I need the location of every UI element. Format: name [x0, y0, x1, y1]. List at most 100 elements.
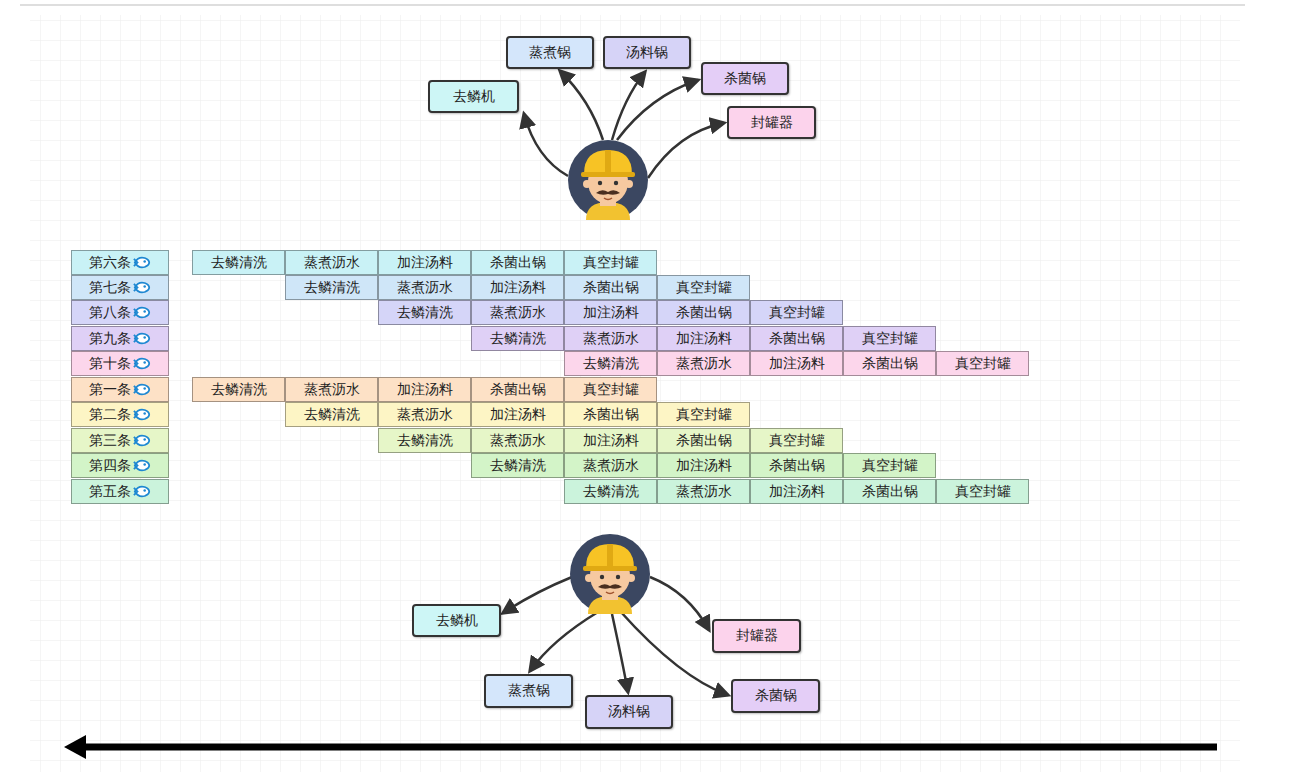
row-label: 第八条	[71, 300, 169, 325]
row-label-text: 第九条	[89, 330, 131, 348]
process-cell: 加注汤料	[750, 351, 843, 376]
process-step: 杀菌出锅	[583, 279, 639, 297]
process-cell: 真空封罐	[564, 250, 657, 275]
row-label: 第五条	[71, 479, 169, 504]
process-cell: 加注汤料	[750, 479, 843, 504]
row-label-text: 第二条	[89, 406, 131, 424]
row-label: 第十条	[71, 351, 169, 376]
row-label: 第二条	[71, 402, 169, 427]
fish-icon	[133, 407, 151, 422]
row-label-text: 第一条	[89, 381, 131, 399]
process-step: 加注汤料	[583, 432, 639, 450]
process-cell: 真空封罐	[750, 428, 843, 453]
process-cell: 去鳞清洗	[378, 300, 471, 325]
process-cell: 去鳞清洗	[378, 428, 471, 453]
process-cell: 加注汤料	[471, 275, 564, 300]
machine-name: 蒸煮锅	[529, 44, 571, 62]
process-step: 蒸煮沥水	[676, 355, 732, 373]
row-label-text: 第七条	[89, 279, 131, 297]
machine-name: 封罐器	[751, 114, 793, 132]
process-step: 真空封罐	[676, 279, 732, 297]
row-label-text: 第十条	[89, 355, 131, 373]
fish-icon	[133, 305, 151, 320]
machine-box: 汤料锅	[585, 695, 673, 729]
process-step: 杀菌出锅	[862, 355, 918, 373]
machine-name: 杀菌锅	[724, 70, 766, 88]
row-label-text: 第八条	[89, 304, 131, 322]
process-cell: 杀菌出锅	[471, 377, 564, 402]
process-cell: 蒸煮沥水	[564, 453, 657, 478]
process-cell: 蒸煮沥水	[378, 275, 471, 300]
machine-box: 封罐器	[727, 106, 816, 139]
process-step: 加注汤料	[769, 483, 825, 501]
process-cell: 蒸煮沥水	[285, 377, 378, 402]
process-step: 加注汤料	[397, 381, 453, 399]
process-cell: 蒸煮沥水	[564, 326, 657, 351]
process-cell: 蒸煮沥水	[657, 479, 750, 504]
process-cell: 去鳞清洗	[564, 479, 657, 504]
row-label: 第七条	[71, 275, 169, 300]
process-cell: 蒸煮沥水	[471, 300, 564, 325]
process-step: 杀菌出锅	[490, 381, 546, 399]
machine-name: 去鳞机	[436, 612, 478, 630]
row-label-text: 第三条	[89, 432, 131, 450]
process-step: 真空封罐	[769, 432, 825, 450]
process-step: 蒸煮沥水	[676, 483, 732, 501]
process-step: 真空封罐	[583, 381, 639, 399]
process-step: 去鳞清洗	[304, 406, 360, 424]
process-cell: 加注汤料	[471, 402, 564, 427]
machine-box: 汤料锅	[603, 36, 691, 69]
process-cell: 去鳞清洗	[564, 351, 657, 376]
process-step: 去鳞清洗	[583, 355, 639, 373]
row-label-text: 第五条	[89, 483, 131, 501]
process-step: 真空封罐	[769, 304, 825, 322]
machine-box: 蒸煮锅	[484, 674, 573, 708]
machine-name: 封罐器	[736, 627, 778, 645]
machine-box: 蒸煮锅	[506, 36, 594, 69]
process-step: 真空封罐	[583, 254, 639, 272]
fish-icon	[133, 382, 151, 397]
process-step: 杀菌出锅	[490, 254, 546, 272]
process-step: 去鳞清洗	[490, 330, 546, 348]
process-step: 加注汤料	[583, 304, 639, 322]
process-cell: 杀菌出锅	[750, 453, 843, 478]
process-cell: 加注汤料	[378, 377, 471, 402]
process-step: 加注汤料	[676, 457, 732, 475]
machine-box: 去鳞机	[428, 80, 519, 113]
process-cell: 蒸煮沥水	[657, 351, 750, 376]
machine-box: 杀菌锅	[701, 62, 789, 95]
process-step: 加注汤料	[676, 330, 732, 348]
process-step: 真空封罐	[676, 406, 732, 424]
process-cell: 加注汤料	[657, 453, 750, 478]
process-step: 蒸煮沥水	[304, 254, 360, 272]
process-cell: 杀菌出锅	[750, 326, 843, 351]
row-label-text: 第四条	[89, 457, 131, 475]
process-step: 杀菌出锅	[769, 330, 825, 348]
process-cell: 真空封罐	[657, 275, 750, 300]
process-step: 真空封罐	[955, 483, 1011, 501]
process-step: 去鳞清洗	[397, 304, 453, 322]
process-cell: 去鳞清洗	[285, 275, 378, 300]
process-cell: 加注汤料	[564, 428, 657, 453]
process-step: 加注汤料	[769, 355, 825, 373]
machine-box: 去鳞机	[412, 604, 501, 637]
process-step: 杀菌出锅	[862, 483, 918, 501]
process-cell: 去鳞清洗	[285, 402, 378, 427]
process-step: 杀菌出锅	[769, 457, 825, 475]
process-step: 去鳞清洗	[211, 254, 267, 272]
process-cell: 杀菌出锅	[843, 351, 936, 376]
process-cell: 杀菌出锅	[657, 300, 750, 325]
process-step: 蒸煮沥水	[490, 304, 546, 322]
process-step: 蒸煮沥水	[583, 330, 639, 348]
process-step: 去鳞清洗	[304, 279, 360, 297]
fish-icon	[133, 433, 151, 448]
process-cell: 加注汤料	[564, 300, 657, 325]
process-step: 加注汤料	[490, 406, 546, 424]
process-cell: 杀菌出锅	[564, 275, 657, 300]
process-step: 真空封罐	[862, 330, 918, 348]
process-step: 加注汤料	[397, 254, 453, 272]
machine-name: 汤料锅	[608, 703, 650, 721]
process-cell: 真空封罐	[843, 453, 936, 478]
process-cell: 杀菌出锅	[471, 250, 564, 275]
